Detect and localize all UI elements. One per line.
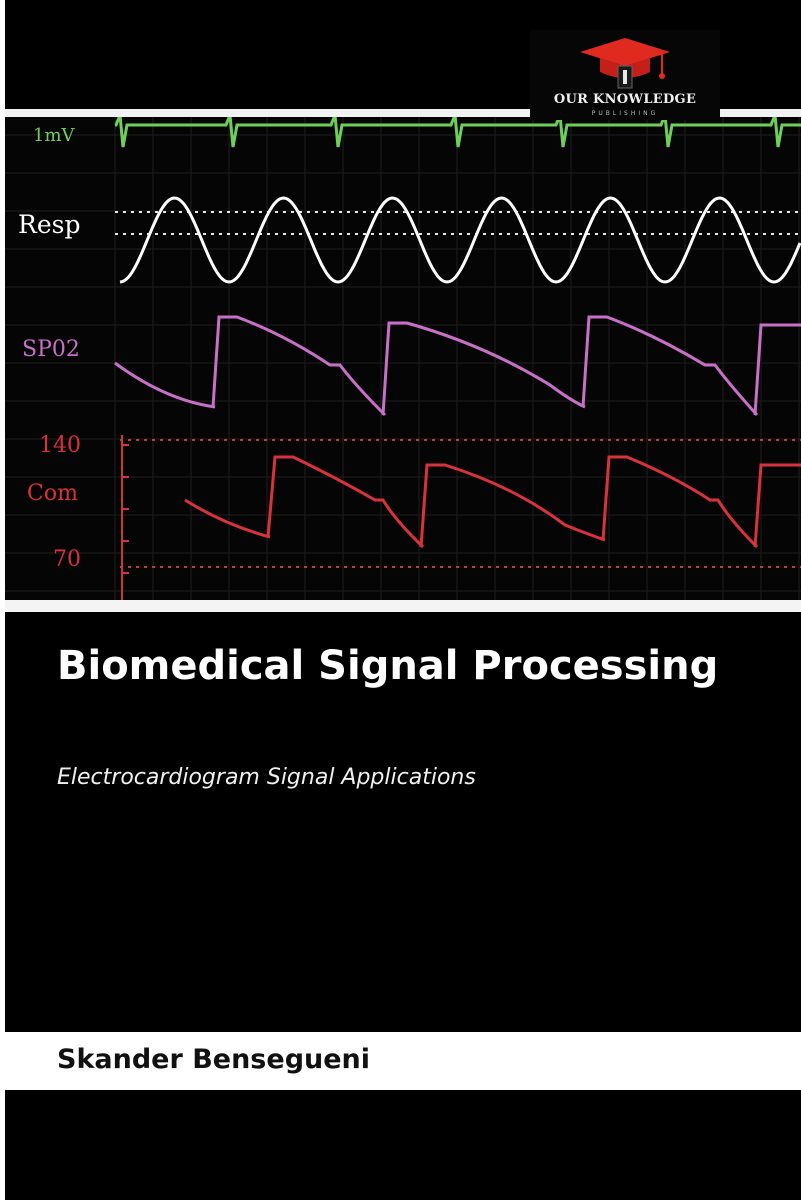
patient-monitor-graphic: 1mV Resp SP02 140 Com 70 xyxy=(5,115,801,600)
spo2-waveform xyxy=(114,315,801,417)
book-title: Biomedical Signal Processing xyxy=(57,643,719,689)
cover-edge xyxy=(0,0,5,1200)
pressure-scale-ticks xyxy=(122,444,129,574)
resp-waveform xyxy=(119,196,801,284)
author-name: Skander Bensegueni xyxy=(57,1044,371,1075)
pressure-mode-label: Com xyxy=(27,481,78,506)
top-stripe xyxy=(5,109,801,117)
monitor-waveforms xyxy=(5,115,801,600)
divider-stripe xyxy=(5,600,801,612)
publisher-sub: PUBLISHING xyxy=(591,110,659,117)
graduation-cap-icon xyxy=(580,38,670,89)
resp-label: Resp xyxy=(18,210,81,239)
pressure-high-label: 140 xyxy=(39,433,81,458)
pressure-low-label: 70 xyxy=(53,547,81,572)
spo2-label: SP02 xyxy=(22,337,80,362)
pressure-waveform xyxy=(184,455,801,549)
book-subtitle: Electrocardiogram Signal Applications xyxy=(57,765,476,790)
publisher-name: OUR KNOWLEDGE xyxy=(553,92,697,107)
ecg-waveform xyxy=(114,115,801,148)
author-band xyxy=(5,1032,801,1090)
ecg-scale-label: 1mV xyxy=(33,125,75,146)
publisher-logo: OUR KNOWLEDGE PUBLISHING xyxy=(530,30,720,120)
